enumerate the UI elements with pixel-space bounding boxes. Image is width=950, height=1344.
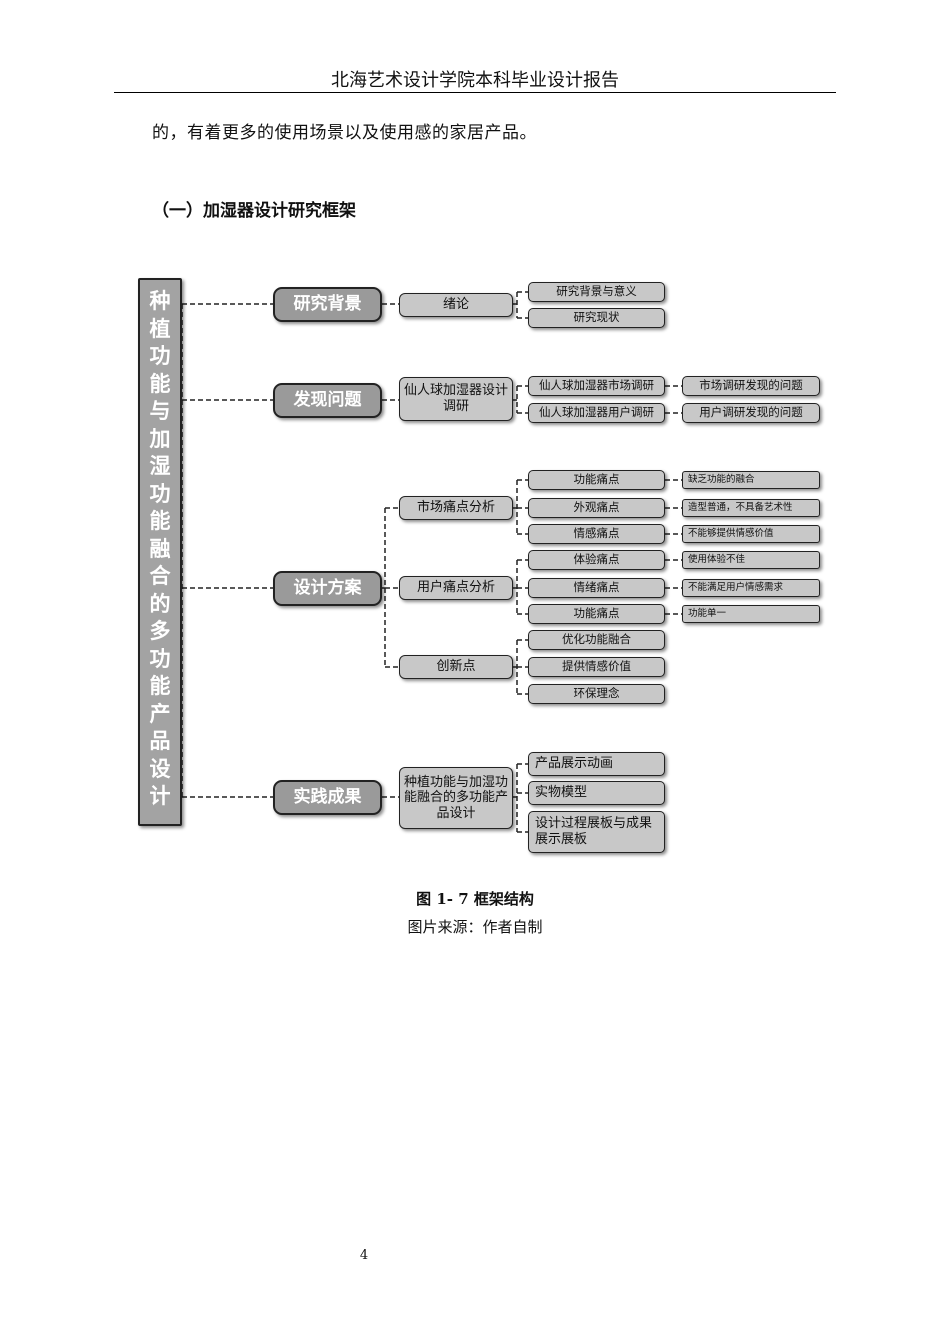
root-char: 种 <box>149 289 171 313</box>
root-char: 能 <box>149 371 171 396</box>
root-char: 合 <box>149 564 171 588</box>
l4-node: 不能够提供情感价值 <box>682 525 820 543</box>
l3-node: 仙人球加湿器市场调研 <box>528 376 665 396</box>
root-char: 能 <box>149 509 171 533</box>
l1-node: 设计方案 <box>273 571 382 606</box>
body-paragraph: 的，有着更多的使用场景以及使用感的家居产品。 <box>152 123 537 143</box>
root-char: 品 <box>149 729 171 753</box>
section-title: （一）加湿器设计研究框架 <box>152 201 356 221</box>
root-char: 能 <box>149 674 171 698</box>
root-char: 多 <box>149 619 171 643</box>
root-char: 功 <box>149 481 171 506</box>
figure-caption: 图 1- 7 框架结构 <box>416 890 534 908</box>
l4-node: 缺乏功能的融合 <box>682 471 820 489</box>
l3-node: 功能痛点 <box>528 604 665 624</box>
page-header: 北海艺术设计学院本科毕业设计报告 <box>331 70 619 91</box>
l1-node: 实践成果 <box>273 780 382 815</box>
l3-node: 产品展示动画 <box>528 752 665 776</box>
framework-diagram: 种 植 功 能 与 加 湿 功 能 融 合 的 多 功 能 产 品 设 计 研究… <box>130 262 830 872</box>
l2-node: 市场痛点分析 <box>399 496 513 520</box>
root-char: 的 <box>149 591 171 616</box>
root-node: 种 植 功 能 与 加 湿 功 能 融 合 的 多 功 能 产 品 设 计 <box>138 278 182 826</box>
l1-node: 发现问题 <box>273 383 382 418</box>
l2-node: 用户痛点分析 <box>399 576 513 600</box>
l3-node: 情绪痛点 <box>528 578 665 598</box>
l2-node: 种植功能与加湿功能融合的多功能产品设计 <box>399 767 513 829</box>
root-char: 设 <box>149 756 171 781</box>
l3-node: 功能痛点 <box>528 470 665 490</box>
l3-node: 提供情感价值 <box>528 657 665 677</box>
l3-node: 仙人球加湿器用户调研 <box>528 403 665 423</box>
l4-node: 功能单一 <box>682 605 820 623</box>
root-char: 产 <box>149 701 171 726</box>
header-rule <box>114 92 836 93</box>
l4-node: 用户调研发现的问题 <box>682 403 820 423</box>
l3-node: 环保理念 <box>528 684 665 704</box>
root-char: 加 <box>149 426 171 451</box>
l4-node: 市场调研发现的问题 <box>682 376 820 396</box>
root-char: 功 <box>149 344 171 368</box>
l2-node: 仙人球加湿器设计调研 <box>399 377 513 421</box>
l3-node: 优化功能融合 <box>528 630 665 650</box>
page-number: 4 <box>359 1248 369 1263</box>
root-char: 融 <box>149 536 171 561</box>
l3-node: 外观痛点 <box>528 498 665 518</box>
l3-node: 研究现状 <box>528 308 665 328</box>
l4-node: 造型普通，不具备艺术性 <box>682 499 820 517</box>
l3-node: 情感痛点 <box>528 524 665 544</box>
l1-node: 研究背景 <box>273 287 382 322</box>
l2-node: 绪论 <box>399 293 513 317</box>
l2-node: 创新点 <box>399 655 513 679</box>
l4-node: 使用体验不佳 <box>682 551 820 569</box>
figure-source: 图片来源：作者自制 <box>407 918 543 936</box>
l3-node: 设计过程展板与成果展示展板 <box>528 811 665 853</box>
root-char: 功 <box>149 646 171 671</box>
l4-node: 不能满足用户情感需求 <box>682 579 820 597</box>
l3-node: 研究背景与意义 <box>528 282 665 302</box>
root-char: 计 <box>149 784 171 808</box>
root-char: 与 <box>149 399 171 423</box>
l3-node: 体验痛点 <box>528 550 665 570</box>
root-char: 植 <box>149 316 171 341</box>
root-char: 湿 <box>149 454 171 478</box>
l3-node: 实物模型 <box>528 781 665 805</box>
